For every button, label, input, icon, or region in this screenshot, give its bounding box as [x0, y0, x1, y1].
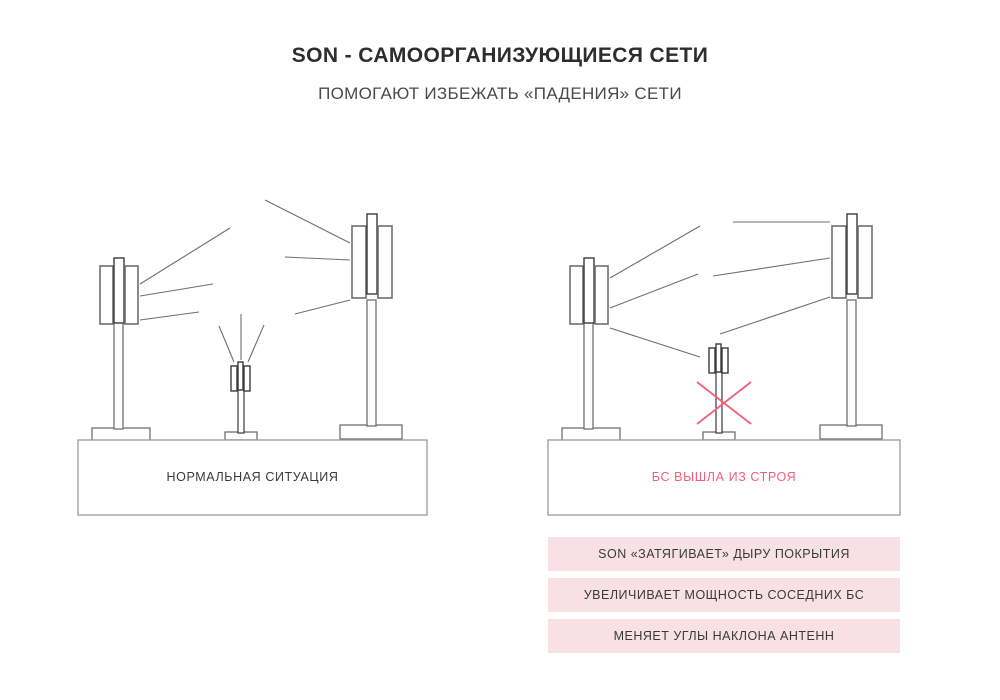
panel-left-normal-situation	[77, 199, 428, 516]
son-action-label-2: УВЕЛИЧИВАЕТ МОЩНОСТЬ СОСЕДНИХ БС	[583, 588, 865, 602]
ground-panel-left	[77, 439, 428, 516]
son-action-label-1: SON «ЗАТЯГИВАЕТ» ДЫРУ ПОКРЫТИЯ	[598, 547, 850, 561]
tower-right-large	[819, 213, 883, 440]
caption-right-panel: БС ВЫШЛА ИЗ СТРОЯ	[651, 470, 797, 484]
signal-lines-right-tower	[264, 199, 351, 315]
tower-left-large	[91, 257, 151, 442]
ground-panel-right	[547, 439, 901, 516]
panel-right-failed-situation	[547, 213, 901, 516]
son-action-label-3: МЕНЯЕТ УГЛЫ НАКЛОНА АНТЕНН	[613, 629, 835, 643]
caption-left-panel: НОРМАЛЬНАЯ СИТУАЦИЯ	[166, 470, 339, 484]
tower-center-small	[224, 361, 258, 441]
signal-lines-right-tower	[712, 221, 831, 335]
signal-lines-center-small-tower	[218, 314, 265, 363]
son-action-bar-3: МЕНЯЕТ УГЛЫ НАКЛОНА АНТЕНН	[548, 619, 900, 653]
page-title: SON - САМООРГАНИЗУЮЩИЕСЯ СЕТИ	[291, 44, 709, 67]
tower-center-small-failed	[702, 343, 736, 441]
red-x-failure-icon	[696, 381, 752, 425]
tower-right-large	[339, 213, 403, 440]
signal-lines-left-tower	[609, 225, 701, 358]
son-action-bar-1: SON «ЗАТЯГИВАЕТ» ДЫРУ ПОКРЫТИЯ	[548, 537, 900, 571]
son-action-bar-2: УВЕЛИЧИВАЕТ МОЩНОСТЬ СОСЕДНИХ БС	[548, 578, 900, 612]
signal-lines-left-tower	[139, 227, 231, 321]
tower-left-large	[561, 257, 621, 442]
page-subtitle: ПОМОГАЮТ ИЗБЕЖАТЬ «ПАДЕНИЯ» СЕТИ	[318, 84, 682, 103]
